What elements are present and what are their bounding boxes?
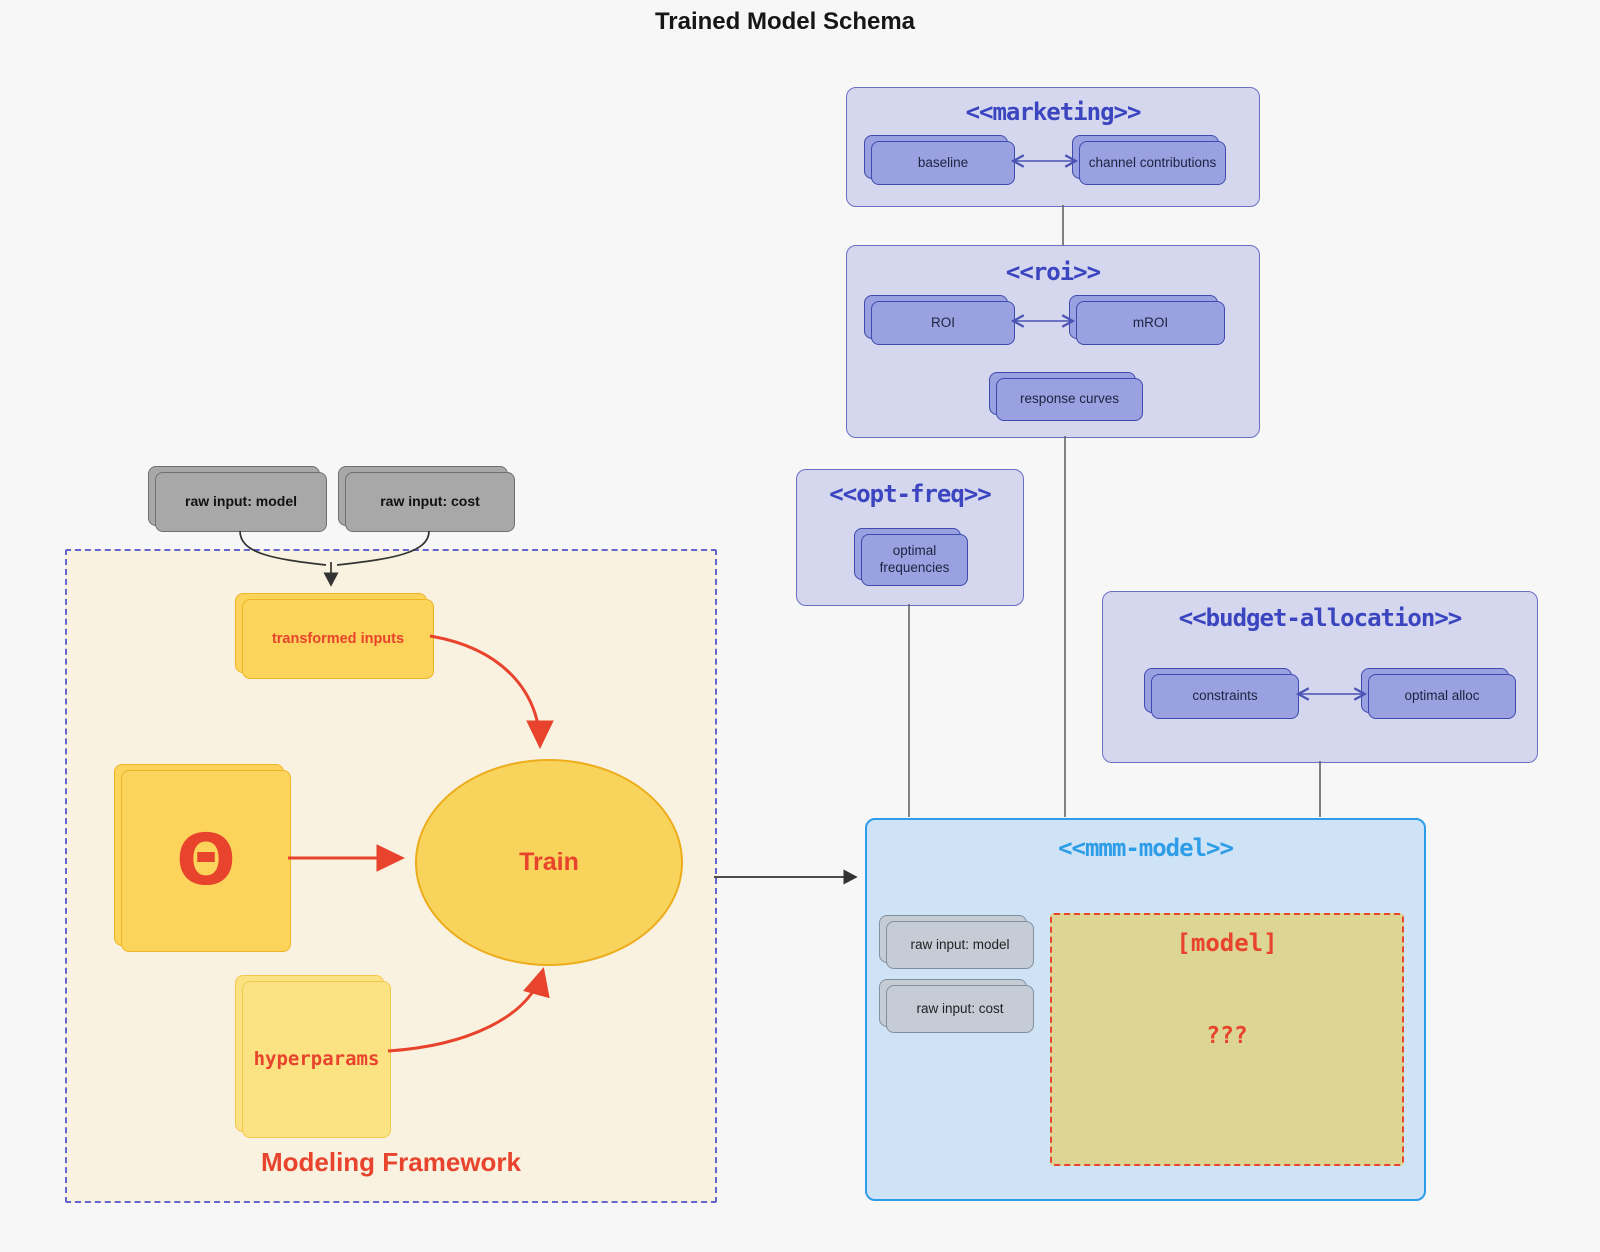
container-modeling-framework: transformed inputs Θ Train hyperparams M…	[65, 549, 717, 1203]
opt-freq-title: <<opt-freq>>	[829, 480, 991, 508]
node-roi: ROI	[871, 301, 1015, 345]
transformed-inputs-label: transformed inputs	[271, 630, 405, 647]
raw-input-model-label: raw input: model	[185, 493, 297, 510]
node-optimal-alloc: optimal alloc	[1368, 674, 1516, 719]
container-marketing: <<marketing>> baseline channel contribut…	[846, 87, 1260, 207]
node-transformed-inputs: transformed inputs	[242, 599, 434, 679]
node-mroi: mROI	[1076, 301, 1225, 345]
budget-allocation-title: <<budget-allocation>>	[1178, 604, 1462, 632]
node-raw-input-model: raw input: model	[155, 472, 327, 532]
container-opt-freq: <<opt-freq>> optimal frequencies	[796, 469, 1024, 606]
hyperparams-label: hyperparams	[253, 1047, 380, 1070]
node-optimal-frequencies: optimal frequencies	[861, 534, 968, 586]
node-hyperparams: hyperparams	[242, 981, 391, 1138]
model-unknown-label: ???	[1206, 1023, 1248, 1049]
channel-contributions-label: channel contributions	[1088, 154, 1217, 170]
node-constraints: constraints	[1151, 674, 1299, 719]
theta-label: Θ	[176, 819, 236, 902]
constraints-label: constraints	[1192, 688, 1258, 704]
container-mmm-model: <<mmm-model>> raw input: model raw input…	[865, 818, 1426, 1201]
roi-title: <<roi>>	[1005, 258, 1101, 286]
diagram-title: Trained Model Schema	[654, 8, 916, 35]
optimal-frequencies-label: optimal frequencies	[879, 543, 950, 575]
train-label: Train	[519, 848, 579, 876]
mmm-raw-input-model-label: raw input: model	[910, 936, 1010, 952]
node-theta: Θ	[121, 770, 291, 952]
raw-input-cost-label: raw input: cost	[380, 493, 480, 510]
node-channel-contributions: channel contributions	[1079, 141, 1226, 185]
node-mmm-raw-input-cost: raw input: cost	[886, 985, 1034, 1033]
mroi-label: mROI	[1132, 314, 1169, 330]
marketing-title: <<marketing>>	[965, 98, 1142, 126]
roi-label: ROI	[930, 314, 955, 330]
framework-label: Modeling Framework	[260, 1147, 522, 1177]
node-mmm-raw-input-model: raw input: model	[886, 921, 1034, 969]
model-placeholder-box: [model] ???	[1050, 913, 1404, 1166]
container-roi: <<roi>> ROI mROI response curves	[846, 245, 1260, 438]
mmm-model-title: <<mmm-model>>	[1058, 834, 1234, 862]
optimal-alloc-label: optimal alloc	[1404, 688, 1480, 704]
node-train: Train	[415, 759, 683, 966]
node-raw-input-cost: raw input: cost	[345, 472, 515, 532]
mmm-raw-input-cost-label: raw input: cost	[916, 1000, 1004, 1016]
response-curves-label: response curves	[1019, 391, 1120, 407]
node-response-curves: response curves	[996, 378, 1143, 421]
baseline-label: baseline	[917, 154, 969, 170]
node-baseline: baseline	[871, 141, 1015, 185]
model-tag-label: [model]	[1176, 929, 1278, 957]
container-budget-allocation: <<budget-allocation>> constraints optima…	[1102, 591, 1538, 763]
